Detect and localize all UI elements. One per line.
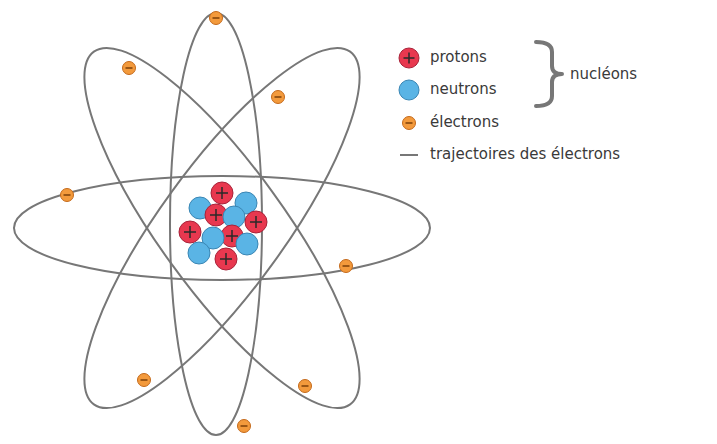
legend-proton-swatch — [396, 45, 422, 71]
electron — [299, 380, 312, 393]
orbit — [44, 15, 401, 441]
proton — [211, 182, 233, 204]
orbit — [14, 176, 430, 280]
neutron — [188, 242, 210, 264]
orbit — [44, 15, 401, 441]
electrons — [61, 12, 353, 433]
electron — [138, 374, 151, 387]
legend-proton-text: protons — [430, 47, 487, 67]
proton — [215, 248, 237, 270]
nucleus — [179, 182, 267, 270]
nucleon-brace — [536, 42, 562, 106]
proton — [245, 211, 267, 233]
electron — [238, 420, 251, 433]
legend-electron-text: électrons — [430, 112, 499, 132]
group-label: nucléons — [570, 64, 637, 84]
legend-trajectory-swatch — [396, 142, 422, 168]
electron — [210, 12, 223, 25]
legend-electron-swatch — [396, 110, 422, 136]
neutron — [236, 233, 258, 255]
legend-neutron-swatch — [396, 77, 422, 103]
legend-trajectory-text: trajectoires des électrons — [430, 144, 620, 164]
electron — [340, 260, 353, 273]
electron — [61, 189, 74, 202]
electron-orbits — [14, 13, 430, 441]
proton — [179, 221, 201, 243]
legend-neutron-text: neutrons — [430, 79, 496, 99]
electron — [272, 91, 285, 104]
electron — [123, 62, 136, 75]
